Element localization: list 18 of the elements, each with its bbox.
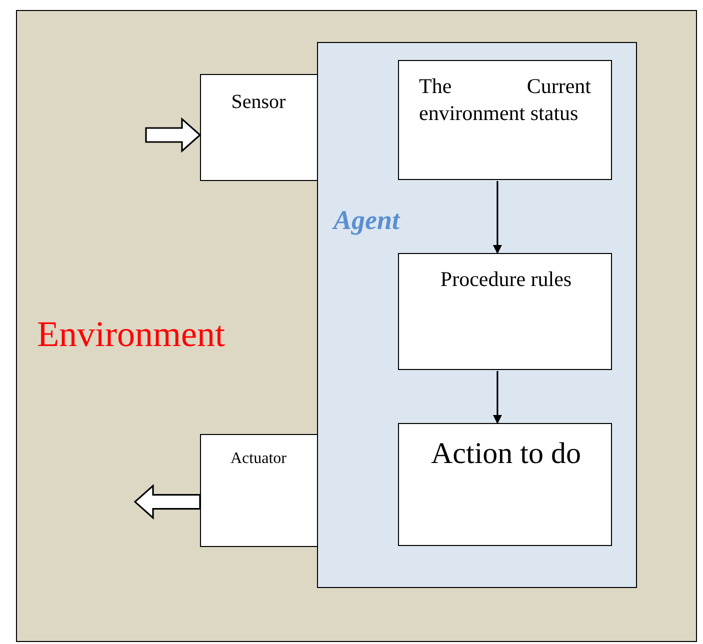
environment-panel — [16, 10, 697, 642]
process-box — [398, 423, 612, 546]
block-arrow — [145, 117, 202, 153]
arrow — [492, 181, 502, 254]
node-label: Sensor — [230, 90, 287, 114]
process-box — [200, 434, 318, 546]
process-box — [398, 253, 612, 370]
arrow — [492, 371, 502, 424]
environment-label: Environment — [37, 313, 226, 356]
process-box — [398, 60, 612, 180]
agent-label: Agent — [334, 204, 402, 237]
agent-panel — [316, 42, 636, 588]
node-label: The Current environment status — [419, 73, 591, 128]
node-label: Action to do — [430, 436, 582, 472]
node-label: Actuator — [230, 448, 288, 468]
block-arrow — [134, 484, 201, 520]
node-label: Procedure rules — [439, 266, 573, 293]
process-box — [200, 74, 318, 180]
